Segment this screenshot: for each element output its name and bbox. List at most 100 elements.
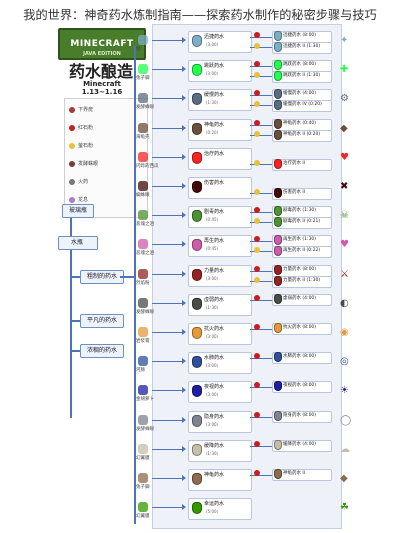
ingredient-label: 闪烁的西瓜 (136, 163, 159, 169)
branch-line (152, 507, 184, 509)
potion-icon (192, 122, 202, 135)
potion-name: 夜视药水 (204, 384, 225, 391)
potion-name: 幸运药水 (204, 501, 225, 508)
potion-box (188, 60, 252, 83)
legend-label: 火药 (78, 179, 89, 185)
variant-line (250, 66, 272, 68)
ingredient-label: 发酵蛛眼 (136, 426, 154, 432)
potion-icon (274, 246, 282, 257)
ingredient-icon (138, 64, 148, 75)
ingredient-icon (138, 327, 148, 337)
potion-icon (274, 293, 282, 304)
arrow-icon (182, 37, 186, 43)
potion-icon (192, 385, 202, 398)
branch-line (152, 478, 184, 479)
variant-line (250, 124, 272, 126)
potion-icon (274, 100, 282, 111)
potion-box (188, 147, 252, 170)
potion-icon (192, 473, 202, 485)
potion-box (188, 177, 252, 199)
level-ii-potion: 力量药水 II (1:30) (283, 277, 321, 283)
legend-label: 萤石粉 (78, 143, 94, 149)
extended-potion: 缓降药水 (4:00) (283, 441, 317, 447)
arrow-icon (182, 183, 186, 189)
extended-potion: 夜视药水 (8:00) (283, 383, 317, 389)
glowstone-icon (254, 130, 260, 137)
thick-potion-node: 浓稠的药水 (80, 344, 125, 358)
arrow-icon (182, 416, 186, 423)
variant-line (250, 270, 272, 272)
legend-item: 红石粉 (69, 123, 93, 133)
variant-line (250, 387, 272, 389)
arrow-icon (182, 124, 186, 131)
glowstone-icon (254, 247, 260, 254)
potion-name: 伤害药水 (204, 180, 225, 186)
ingredient-label: 烈焰粉 (136, 280, 150, 286)
potion-icon (192, 443, 202, 456)
effect-icon: ✦ (340, 35, 349, 46)
legend-item: 萤石粉 (69, 141, 93, 151)
glass-bottle-node: 玻璃瓶 (62, 204, 95, 218)
variant-line (250, 105, 272, 107)
ingredient-icon (138, 385, 148, 396)
legend-item: 下界疣 (69, 105, 93, 115)
ingredient-icon (138, 122, 148, 133)
potion-box (188, 410, 252, 433)
potion-duration: (1:30) (206, 100, 219, 106)
potion-duration: (1:30) (206, 450, 219, 456)
redstone-icon (254, 324, 260, 330)
potion-duration: (5:00) (206, 509, 219, 515)
effect-icon: ☠ (340, 210, 349, 222)
potion-icon (274, 158, 282, 169)
variant-box (272, 129, 332, 142)
potion-icon (192, 502, 202, 515)
potion-name: 跳跃药水 (204, 63, 225, 70)
variant-line (250, 358, 272, 360)
potion-name: 水肺药水 (204, 355, 225, 362)
main-trunk (134, 46, 136, 524)
bottle-line (70, 218, 72, 236)
redstone-icon (254, 440, 260, 447)
potion-box (188, 498, 252, 521)
variant-box (272, 246, 332, 259)
ingredient-label: 兔子脚 (136, 485, 150, 490)
potion-duration: (3:00) (206, 421, 219, 427)
variant-box (272, 158, 332, 171)
potion-box (188, 264, 252, 287)
potion-duration: (3:00) (206, 363, 219, 369)
redstone-icon (254, 90, 260, 97)
ingredient-label: 海龟壳 (136, 134, 150, 140)
potion-icon (192, 210, 202, 223)
variant-line (250, 299, 272, 301)
poster-version: Minecraft 1.13~1.16 (81, 80, 123, 96)
potion-box (188, 439, 252, 462)
variant-line (250, 416, 272, 418)
branch-line (152, 156, 184, 158)
arrow-icon (182, 329, 186, 335)
mundane-link (70, 320, 80, 322)
potion-icon (192, 35, 202, 47)
potion-name: 力量药水 (204, 267, 225, 274)
branch-line (152, 98, 184, 100)
ingredient-icon (138, 268, 148, 279)
effect-icon: ◆ (340, 122, 348, 134)
ingredient-label: 河豚 (136, 368, 145, 374)
branch-line (152, 215, 184, 217)
potion-duration: (3:00) (206, 275, 219, 281)
potion-box (188, 118, 252, 141)
arrow-icon (182, 212, 186, 219)
awkward-to-trunk (120, 276, 136, 278)
potion-icon (274, 469, 282, 479)
potion-duration: (3:00) (206, 334, 219, 339)
potion-name: 神龟药水 (204, 121, 225, 128)
variant-box (272, 293, 332, 306)
level-ii-potion: 迅捷药水 II (1:30) (283, 44, 321, 49)
potion-duration: (0:45) (206, 246, 219, 252)
potion-duration: (3:00) (206, 392, 219, 398)
variant-box (272, 323, 332, 335)
level-ii-potion: 治疗药水 II (283, 160, 306, 166)
potion-duration: (0:20) (206, 129, 219, 135)
glowstone-icon (254, 101, 260, 108)
ingredient-label: 发酵蛛眼 (136, 105, 154, 111)
effect-icon: ☘ (340, 502, 349, 514)
